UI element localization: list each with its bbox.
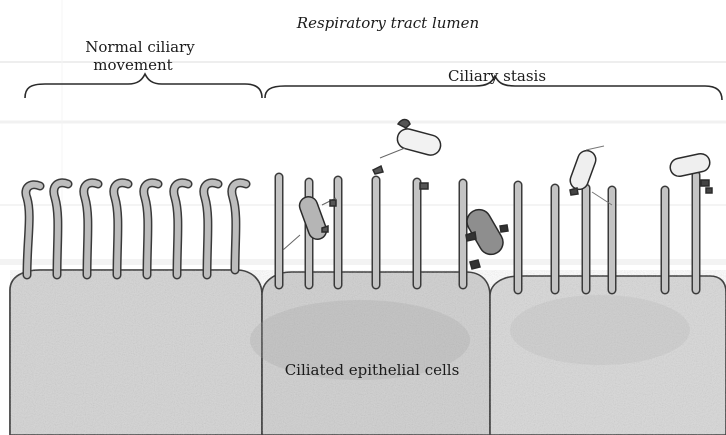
normal-label-line2: movement <box>93 56 172 74</box>
bacterium <box>297 194 329 242</box>
epithelial-cells <box>10 270 726 435</box>
bacterium <box>395 127 443 158</box>
cells-label: Ciliated epithelial cells <box>285 361 460 379</box>
bacterium <box>669 152 712 178</box>
lumen-label: Respiratory tract lumen <box>296 14 479 32</box>
bacteria <box>283 120 712 270</box>
normal-label-line1: Normal ciliary <box>85 38 195 56</box>
braces <box>25 74 722 100</box>
bacterium <box>568 148 599 192</box>
stasis-label: Ciliary stasis <box>448 67 546 85</box>
brace-normal <box>25 74 262 98</box>
